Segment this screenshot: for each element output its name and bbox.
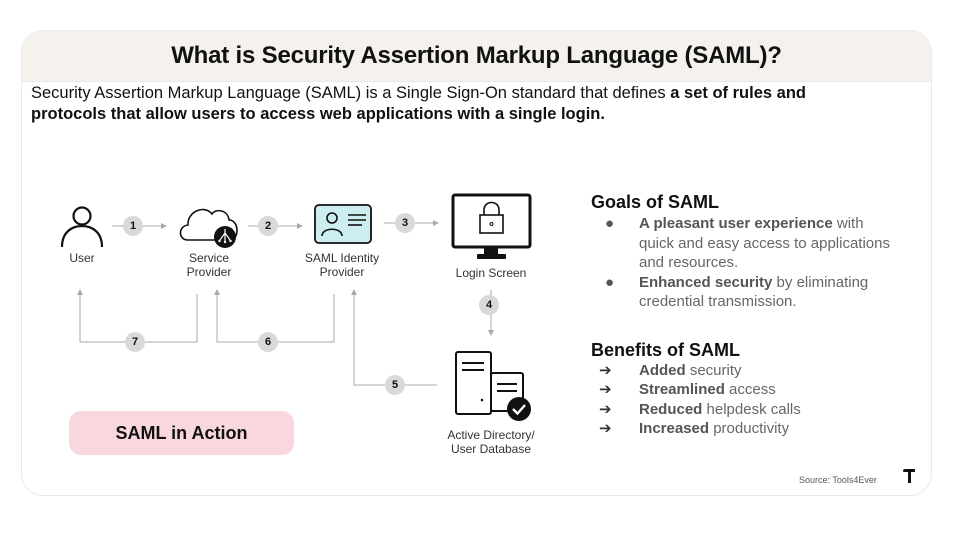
node-label-service-provider: Service Provider xyxy=(174,251,244,279)
node-label-active-directory: Active Directory/ User Database xyxy=(436,428,546,456)
intro-text-bold: a set of rules and protocols that allow … xyxy=(31,84,806,123)
label-line: SAML Identity xyxy=(304,251,380,265)
arrow-right-icon: ➔ xyxy=(599,362,612,379)
step-5: 5 xyxy=(385,375,405,395)
goal-text: by eliminating credential transmission. xyxy=(639,273,869,311)
benefit-bold: Reduced xyxy=(639,400,703,418)
step-7: 7 xyxy=(125,332,145,352)
step-3: 3 xyxy=(395,213,415,233)
benefit-item: ➔ Added security xyxy=(591,361,901,380)
benefit-bold: Streamlined xyxy=(639,381,725,399)
step-4: 4 xyxy=(479,295,499,315)
node-label-identity-provider: SAML Identity Provider xyxy=(296,251,388,279)
benefit-item: ➔ Increased productivity xyxy=(591,419,901,438)
benefit-text: productivity xyxy=(709,419,790,437)
goal-bold: A pleasant user experience xyxy=(639,215,833,232)
slide-header: What is Security Assertion Markup Langua… xyxy=(22,31,931,82)
node-label-user: User xyxy=(62,251,102,265)
brand-logo-icon xyxy=(903,469,915,483)
connector-5 xyxy=(351,289,437,386)
intro-paragraph: Security Assertion Markup Language (SAML… xyxy=(31,83,881,125)
benefits-list: ➔ Added security ➔ Streamlined access ➔ … xyxy=(591,361,901,438)
benefit-text: access xyxy=(724,381,776,399)
label-text: Login Screen xyxy=(455,266,527,280)
label-line: Provider xyxy=(319,265,365,279)
step-6: 6 xyxy=(258,332,278,352)
arrow-right-icon: ➔ xyxy=(599,381,612,399)
goals-title: Goals of SAML xyxy=(591,192,720,212)
benefit-text: security xyxy=(685,362,742,379)
page-title: What is Security Assertion Markup Langua… xyxy=(171,42,782,69)
cloud-icon xyxy=(179,208,238,248)
benefit-bold: Added xyxy=(639,362,686,379)
monitor-lock-icon xyxy=(451,193,532,259)
goal-item: ● A pleasant user experience with quick … xyxy=(591,214,901,273)
goals-list: ● A pleasant user experience with quick … xyxy=(591,214,901,312)
benefit-item: ➔ Reduced helpdesk calls xyxy=(591,400,901,419)
server-check-icon xyxy=(455,351,531,421)
node-label-login-screen: Login Screen xyxy=(446,266,536,280)
bullet-icon: ● xyxy=(605,273,615,291)
goal-text: with quick and easy access to applicatio… xyxy=(639,215,890,271)
user-icon xyxy=(60,206,104,248)
saml-in-action-badge: SAML in Action xyxy=(69,411,294,455)
id-card-icon xyxy=(314,204,372,244)
benefit-text: helpdesk calls xyxy=(702,400,801,418)
step-2: 2 xyxy=(258,216,278,236)
source-credit: Source: Tools4Ever xyxy=(799,475,877,485)
label-line: Active Directory/ xyxy=(447,428,535,442)
label-line: User Database xyxy=(450,442,532,456)
goal-item: ● Enhanced security by eliminating crede… xyxy=(591,273,901,312)
benefit-bold: Increased xyxy=(639,419,710,437)
benefits-title: Benefits of SAML xyxy=(591,340,741,360)
label-text: User xyxy=(69,251,95,265)
arrow-right-icon: ➔ xyxy=(599,419,612,437)
benefit-item: ➔ Streamlined access xyxy=(591,380,901,399)
label-line: Provider xyxy=(186,265,232,279)
arrow-right-icon: ➔ xyxy=(599,400,612,418)
step-1: 1 xyxy=(123,216,143,236)
label-line: Service xyxy=(188,251,229,265)
connector-6 xyxy=(214,289,335,343)
goal-bold: Enhanced security xyxy=(639,273,773,291)
bullet-icon: ● xyxy=(605,215,615,232)
intro-text: Security Assertion Markup Language (SAML… xyxy=(31,84,671,102)
